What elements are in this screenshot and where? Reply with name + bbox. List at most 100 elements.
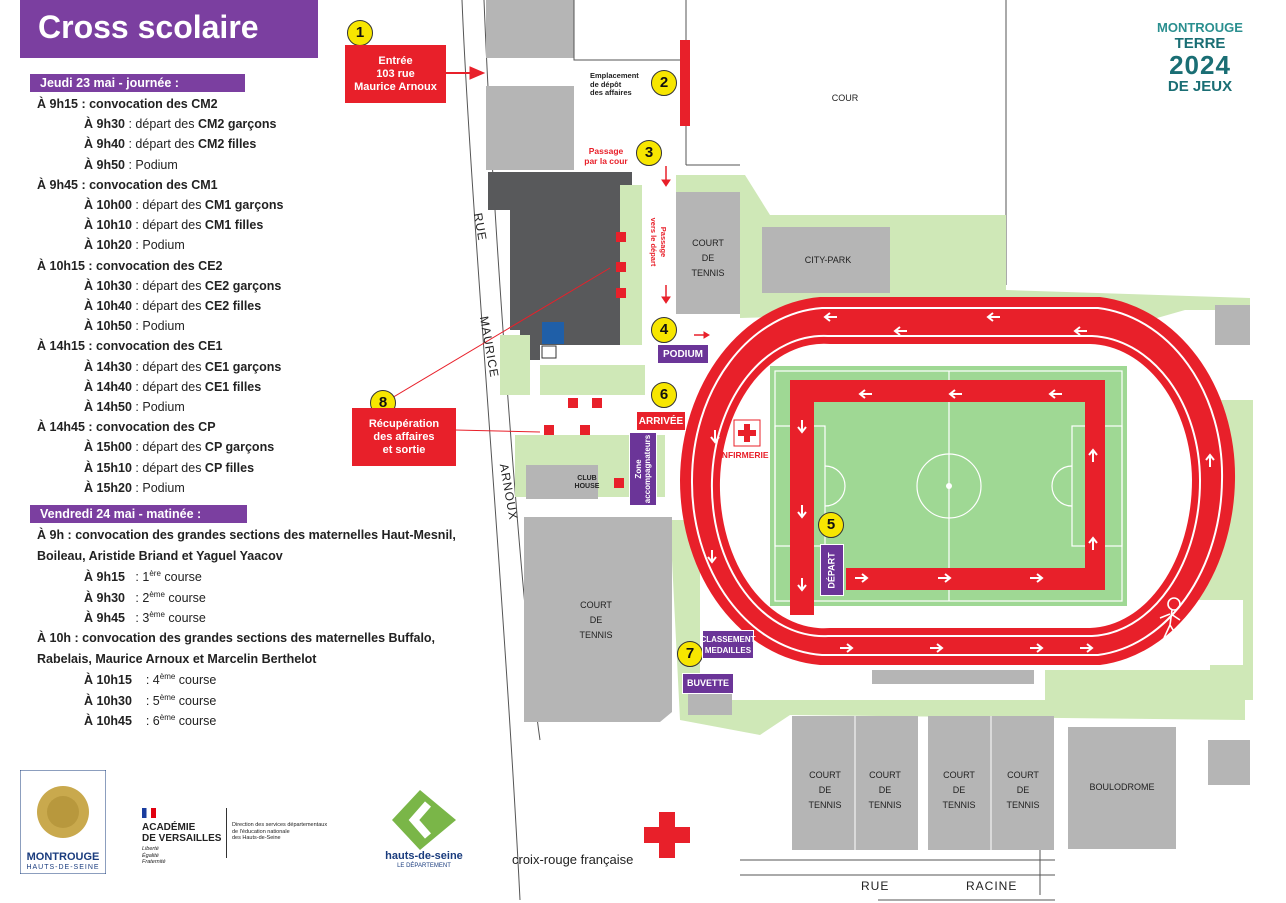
schedule-group: CE1 — [198, 339, 223, 354]
tennis-left-label: COURT DE TENNIS — [579, 600, 613, 640]
track-arrow — [1073, 326, 1087, 336]
marker-7: 7 — [677, 641, 703, 667]
schedule-time: À 10h10 — [84, 218, 132, 233]
schedule-time: À 9h50 — [84, 157, 125, 172]
schedule-text: : départ des — [131, 440, 205, 455]
schedule-line: À 9h30 : départ des CM2 garçons — [84, 117, 276, 131]
schedule-text: : Podium — [131, 480, 185, 495]
passage-depart-label: Passage vers le départ — [649, 217, 668, 267]
inner-course — [790, 380, 1105, 615]
red-arrows — [379, 66, 710, 433]
race-time: À 10h30 — [84, 693, 132, 708]
tennis-court-top — [676, 192, 740, 314]
race-time: À 9h45 — [84, 611, 125, 626]
schedule-group: CP filles — [204, 460, 255, 475]
tennis-court-left — [524, 517, 672, 722]
building-top — [486, 0, 574, 58]
street-rue2-label: RUE — [861, 879, 890, 893]
depart-box: DÉPART — [820, 544, 844, 596]
schedule-time: À 14h30 — [84, 359, 132, 374]
schedule-line: À 14h50 : Podium — [84, 400, 185, 414]
schedule-group: CE1 garçons — [204, 359, 282, 374]
race-word: course — [175, 673, 217, 688]
schedule-line: À 9h40 : départ des CM2 filles — [84, 137, 256, 151]
schedule-group: CM2 — [191, 97, 218, 111]
school-building — [488, 172, 632, 360]
hauts-de-seine-logo — [392, 790, 456, 850]
terre-de-jeux-logo: MONTROUGE TERRE 2024 DE JEUX — [1140, 20, 1260, 120]
schedule-group: CE2 — [198, 258, 223, 273]
logo-line-2: TERRE — [1174, 35, 1226, 52]
track-arrow — [1030, 643, 1044, 653]
schedule-text: : départ des — [125, 137, 198, 152]
track-arrow — [823, 312, 837, 322]
schedule-time: À 10h30 — [84, 278, 132, 293]
academie-label: ACADÉMIE DE VERSAILLES — [142, 822, 222, 844]
schedule-time: À 10h00 — [84, 198, 132, 212]
marker-squares — [544, 40, 690, 488]
schedule-text: : convocation des — [84, 258, 199, 273]
schedule-group: CE2 filles — [204, 299, 262, 313]
schedule-group: CP garçons — [204, 440, 275, 455]
track-arrow — [797, 578, 807, 592]
schedule-line: À 15h20 : Podium — [84, 481, 185, 495]
track-arrow — [840, 643, 854, 653]
runner-illustration — [1159, 597, 1181, 639]
day2-conv2-line2: Rabelais, Maurice Arnoux et Marcelin Ber… — [37, 652, 317, 666]
track-arrow — [1080, 643, 1094, 653]
day2-heading: Vendredi 24 mai - matinée : — [30, 505, 247, 523]
schedule-text: : départ des — [125, 117, 198, 132]
schedule-time: À 15h00 — [84, 440, 132, 455]
montrouge-logo-text: MONTROUGE — [26, 851, 100, 863]
schedule-time: À 10h15 — [37, 258, 85, 273]
academie-motto: Liberté Égalité Fraternité — [142, 846, 166, 865]
schedule-text: : départ des — [131, 299, 205, 313]
schedule-line: À 10h10 : départ des CM1 filles — [84, 218, 263, 232]
race-time: À 9h30 — [84, 590, 125, 605]
race-number: : 1 — [125, 570, 150, 585]
schedule-time: À 10h20 — [84, 238, 132, 253]
hds-label: hauts-de-seine — [385, 850, 463, 862]
race-line: À 10h15 : 4ème course — [84, 672, 216, 687]
convocation-line: À 10h15 : convocation des CE2 — [37, 259, 223, 273]
tennis-b2-label: COURT DE TENNIS — [868, 770, 902, 810]
race-line: À 9h45 : 3ème course — [84, 610, 206, 625]
marker-1: 1 — [347, 20, 373, 46]
race-word: course — [160, 570, 202, 585]
track-arrow — [797, 505, 807, 519]
schedule-text: : Podium — [131, 319, 185, 334]
track-arrow — [1088, 536, 1098, 550]
logo-line-3: 2024 — [1169, 50, 1231, 80]
marker-3: 3 — [636, 140, 662, 166]
track-arrow — [1048, 389, 1062, 399]
track-arrow — [858, 389, 872, 399]
city-park — [762, 227, 890, 293]
marker-5: 5 — [818, 512, 844, 538]
boulodrome — [1068, 727, 1176, 849]
marker-4: 4 — [651, 317, 677, 343]
schedule-group: CM1 garçons — [204, 198, 284, 212]
street-racine-label: RACINE — [966, 879, 1018, 893]
race-number: : 2 — [125, 590, 150, 605]
logo-divider — [226, 808, 227, 858]
race-word: course — [175, 714, 217, 729]
track-arrow — [948, 389, 962, 399]
schedule-line: À 10h00 : départ des CM1 garçons — [84, 198, 283, 212]
page-title: Cross scolaire — [20, 0, 318, 58]
schedule-text: : convocation des — [78, 97, 192, 111]
club-house — [526, 465, 598, 499]
red-cross-icon — [644, 812, 690, 858]
schedule-text: : départ des — [131, 198, 205, 212]
day2-conv2-line1: À 10h : convocation des grandes sections… — [37, 631, 436, 645]
race-line: À 9h30 : 2ème course — [84, 590, 206, 605]
arrivee-label: ARRIVÉE — [636, 411, 686, 431]
schedule-group: CM1 filles — [204, 218, 264, 233]
track-arrow — [1205, 453, 1215, 467]
schedule-group: CP — [198, 420, 216, 435]
schedule-text: : départ des — [131, 379, 205, 394]
race-word: course — [175, 693, 217, 708]
track-arrow — [938, 573, 952, 583]
hds-sub-label: LE DÉPARTEMENT — [397, 863, 451, 869]
day2-conv1-line2: Boileau, Aristide Briand et Yaguel Yaaco… — [37, 549, 283, 563]
